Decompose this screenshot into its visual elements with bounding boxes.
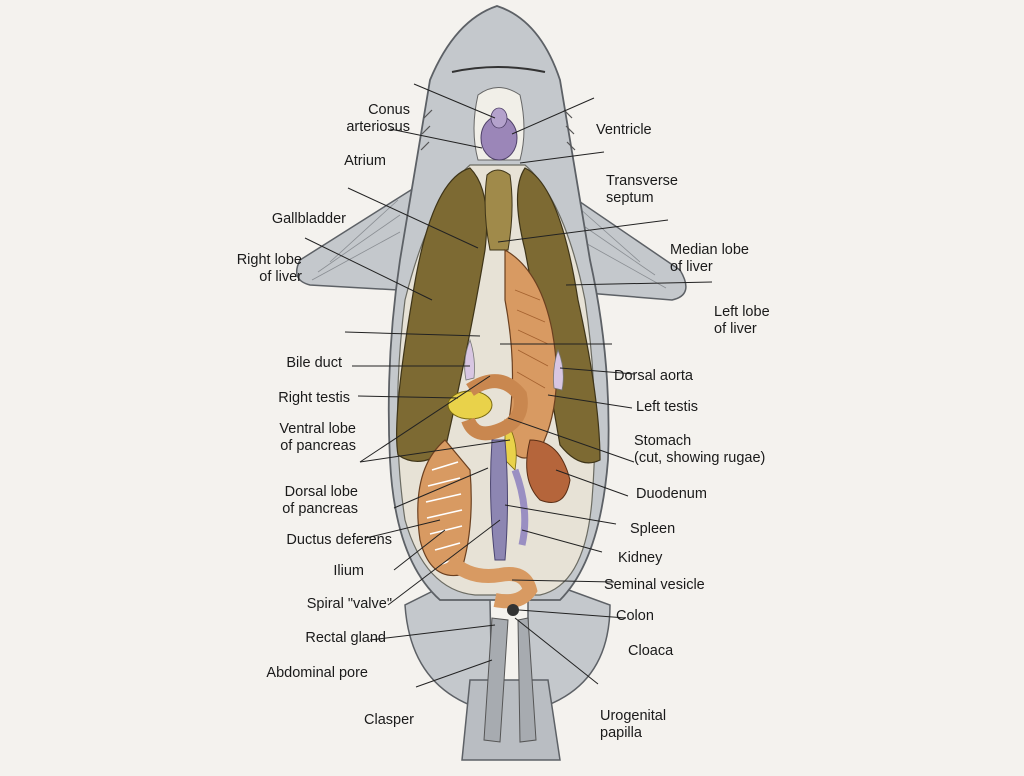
leader-spleen [555,469,629,497]
leader-median-lobe [497,219,669,243]
label-stomach: Stomach(cut, showing rugae) [634,433,766,466]
label-gallbladder: Gallbladder [271,211,346,227]
label-clasper: Clasper [364,712,414,728]
leader-dorsal-pancreas-a [359,375,491,463]
spiral-valve-intestine [417,439,472,577]
label-cloaca: Cloaca [628,643,674,659]
leader-transverse-septum [519,151,605,164]
label-spiral-valve: Spiral "valve" [306,596,392,612]
leader-duodenum [507,417,635,463]
spleen [526,439,571,503]
cloaca [507,604,519,616]
leader-dorsal-pancreas-b [359,439,511,463]
label-seminal-vesicle: Seminal vesicle [604,577,705,593]
leader-conus-arteriosus [413,83,496,119]
label-kidney: Kidney [618,550,663,566]
leader-left-testis [559,367,635,375]
label-dorsal-aorta: Dorsal aorta [614,368,693,384]
duodenum [461,374,528,441]
leader-clasper [415,659,493,688]
leader-abdominal-pore [369,624,496,641]
label-spleen: Spleen [630,521,676,537]
leader-lines [304,83,713,688]
leader-ventricle [511,97,595,135]
label-atrium: Atrium [344,153,386,169]
leader-stomach [547,394,633,409]
leader-cloaca [518,609,627,619]
leader-spiral-valve [393,529,446,571]
leader-ventral-pancreas [357,395,459,399]
label-abdominal-pore: Abdominal pore [266,665,368,681]
clasper-right [483,617,509,743]
label-right-testis: Right testis [278,390,350,406]
leader-ductus-deferens [393,467,489,509]
leader-gallbladder [347,187,479,249]
label-left-testis: Left testis [636,399,699,415]
heart-conus [490,107,508,129]
label-ductus-deferens: Ductus deferens [286,532,392,548]
leader-colon [511,579,615,583]
label-ventricle: Ventricle [596,122,652,138]
kidney [490,439,508,561]
leader-seminal-vesicle [521,529,603,553]
label-duodenum: Duodenum [636,486,707,502]
leader-ilium [365,519,441,539]
tail-trunk [461,679,561,761]
leader-left-lobe [565,281,713,286]
leader-rectal-gland [387,519,501,606]
pancreas [447,390,493,420]
leader-bile-duct [344,331,481,337]
liver-left-lobe [516,167,601,464]
label-rectal-gland: Rectal gland [305,630,386,646]
leader-kidney [504,504,617,525]
label-ilium: Ilium [333,563,364,579]
liver-median-lobe [484,169,513,251]
leader-urogenital-papilla [514,617,599,685]
leader-right-lobe-liver [304,237,433,301]
leader-atrium [389,128,483,149]
label-bile-duct: Bile duct [286,355,342,371]
label-colon: Colon [616,608,654,624]
clasper-left [517,617,537,743]
colon [445,554,538,609]
